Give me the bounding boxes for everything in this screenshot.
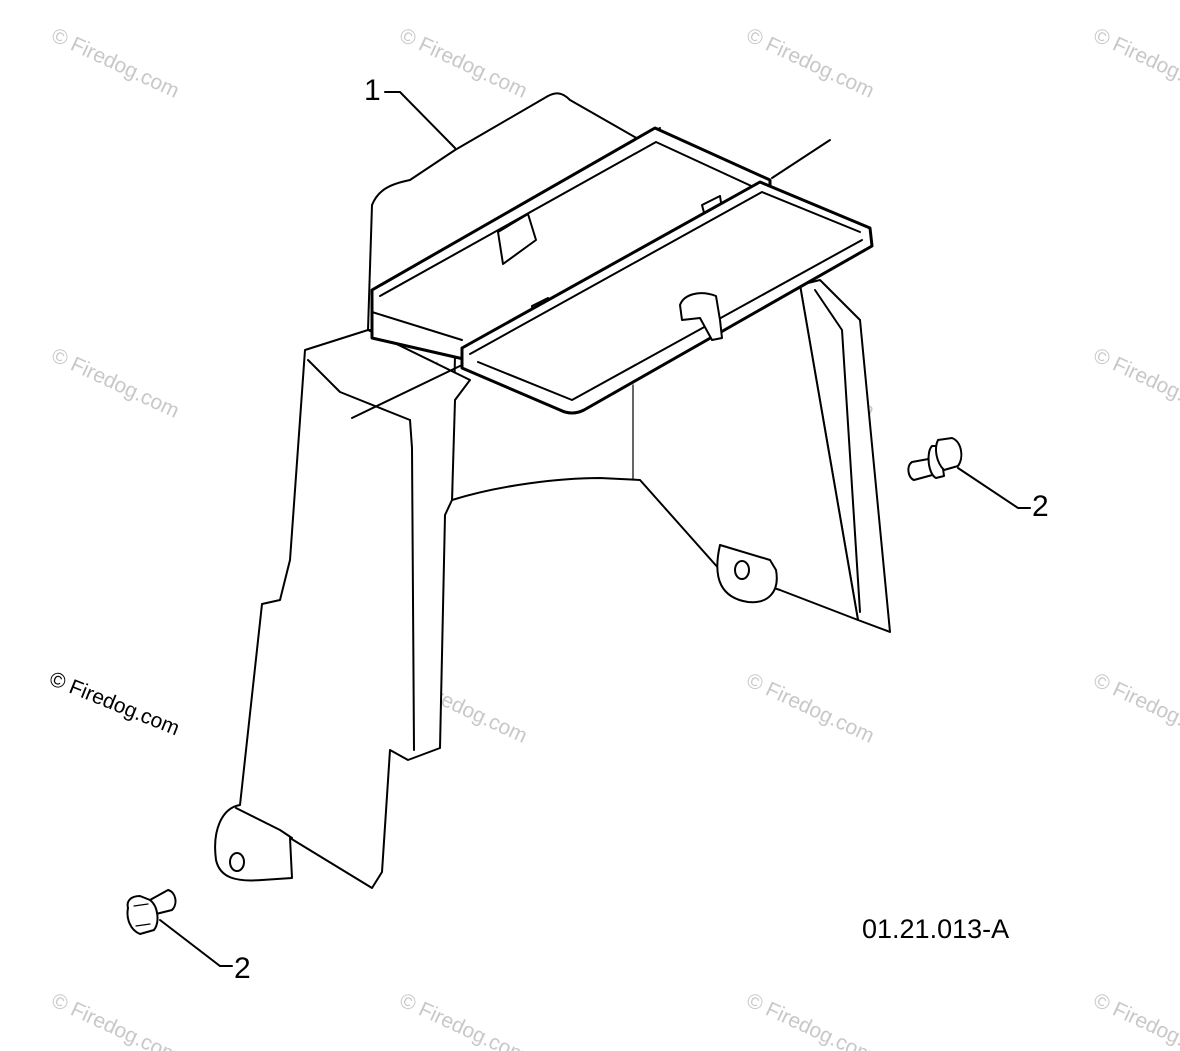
box-clip-1	[497, 213, 537, 265]
diagram-code: 01.21.013-A	[862, 914, 1009, 944]
cover-lid-inner	[477, 239, 863, 401]
watermark-text: © Firedog.com	[1090, 989, 1180, 1051]
leader-line-1	[384, 91, 456, 149]
cover-lid-rim	[469, 191, 861, 355]
watermark-text: © Firedog.com	[1090, 669, 1180, 748]
lid-latch	[679, 292, 723, 341]
flange-screw-right	[907, 437, 963, 481]
leader-line-2-left	[159, 919, 233, 967]
battery-cover-part	[214, 92, 891, 889]
screw-left-hex	[133, 903, 151, 927]
cover-right-panel-inner	[814, 289, 861, 613]
watermark-text: © Firedog.com	[48, 24, 183, 103]
callout-1: 1	[364, 74, 381, 107]
cover-left-leg-fold	[307, 359, 411, 421]
watermark-text: © Firedog.com	[1090, 344, 1180, 423]
watermark-text: © Firedog.com	[48, 344, 183, 423]
watermark-text: © Firedog.com	[743, 24, 878, 103]
watermark-text: © Firedog.com	[743, 989, 878, 1051]
callout-2-left: 2	[234, 952, 251, 985]
cover-left-leg-edge	[409, 419, 415, 751]
watermark-text: © Firedog.com	[396, 24, 531, 103]
screw-right-head	[935, 437, 963, 471]
watermark-text-dark: © Firedog.com	[46, 667, 183, 740]
cover-box-left-floor	[371, 311, 463, 341]
cover-left-leg	[214, 329, 471, 889]
hinge-axis-line-right	[771, 139, 831, 179]
hinge-axis-line-left	[351, 364, 463, 419]
watermark-text: © Firedog.com	[396, 989, 531, 1051]
mount-hole-left	[229, 852, 245, 872]
cover-lid	[460, 180, 874, 415]
watermark-text: © Firedog.com	[1090, 24, 1180, 103]
callout-2-right: 2	[1032, 490, 1049, 523]
watermark-text: © Firedog.com	[48, 989, 183, 1051]
mount-hole-right	[734, 560, 750, 580]
cover-box-left-rim	[379, 141, 761, 297]
leader-line-2-right	[957, 467, 1031, 509]
screw-left-head	[126, 895, 159, 935]
watermark-text: © Firedog.com	[743, 669, 878, 748]
flange-screw-left	[126, 889, 177, 935]
cover-left-leg-crease	[235, 807, 293, 839]
